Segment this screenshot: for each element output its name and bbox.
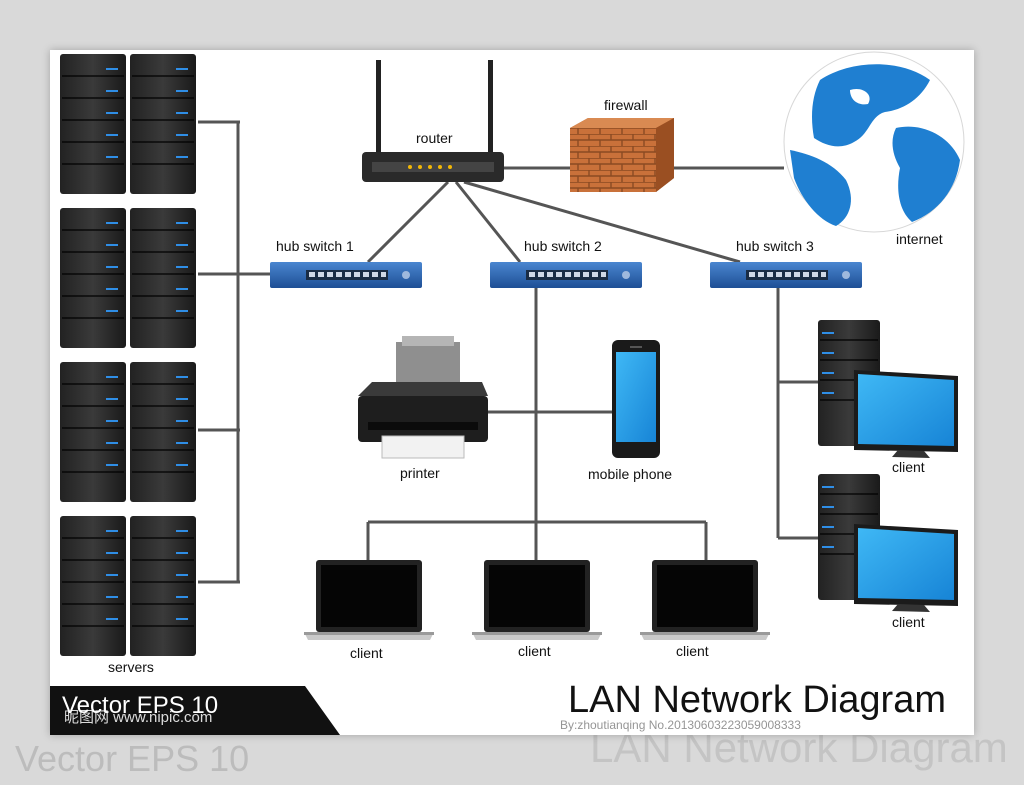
hub-switch-1-label: hub switch 1: [276, 238, 354, 254]
firewall-icon: [570, 118, 674, 192]
mobile-phone-label: mobile phone: [588, 466, 672, 482]
client-laptop-3-icon: [640, 560, 770, 640]
internet-label: internet: [896, 231, 943, 247]
connection-lines: [198, 120, 818, 584]
background-ghost-vector-label: Vector EPS 10: [15, 738, 250, 779]
globe-icon: [783, 51, 965, 233]
hub-switch-2-icon: [490, 262, 642, 288]
mobile-phone-icon: [612, 340, 660, 458]
client-laptop-2-label: client: [518, 643, 551, 659]
diagram-title: LAN Network Diagram: [568, 679, 946, 721]
router-label: router: [416, 130, 453, 146]
servers-rack: [59, 53, 197, 657]
client-desktop-2-label: client: [892, 614, 925, 630]
client-laptop-3-label: client: [676, 643, 709, 659]
site-watermark: 昵图网 www.nipic.com: [64, 709, 213, 726]
printer-icon: [358, 336, 488, 459]
footer-vector-badge: Vector EPS 10: [50, 686, 340, 735]
hub-switch-2-label: hub switch 2: [524, 238, 602, 254]
client-desktop-2-icon: [817, 473, 959, 613]
router-icon: [362, 60, 504, 182]
printer-label: printer: [400, 465, 440, 481]
footer-vector-label: Vector EPS 10: [62, 692, 219, 719]
hub-switch-3-icon: [710, 262, 862, 288]
client-desktop-1-label: client: [892, 459, 925, 475]
client-desktop-1-icon: [817, 319, 959, 459]
credit-watermark: By:zhoutianqing No.20130603223059008333: [560, 718, 801, 732]
network-diagram: servers router firewall: [59, 51, 965, 721]
firewall-label: firewall: [604, 97, 648, 113]
client-laptop-1-label: client: [350, 645, 383, 661]
client-laptop-1-icon: [304, 560, 434, 640]
diagram-canvas: servers router firewall: [50, 50, 974, 735]
servers-label: servers: [108, 659, 154, 675]
client-laptop-2-icon: [472, 560, 602, 640]
hub-switch-3-label: hub switch 3: [736, 238, 814, 254]
hub-switch-1-icon: [270, 262, 422, 288]
